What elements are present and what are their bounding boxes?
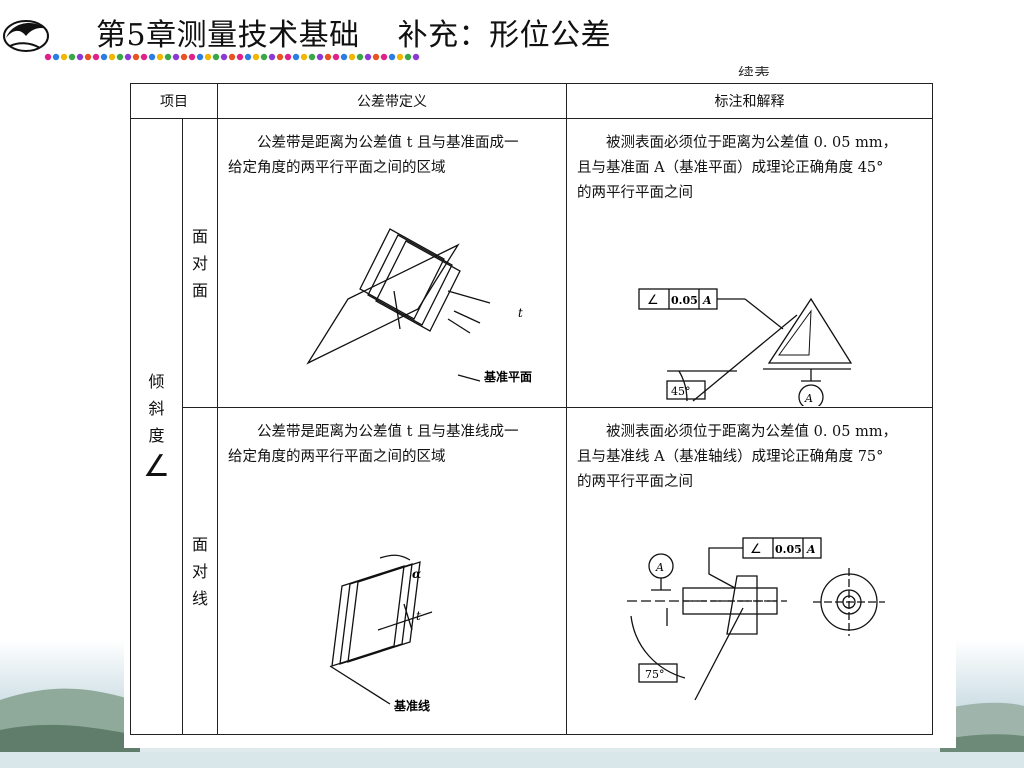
bead-dot — [324, 53, 332, 61]
definition-cell: 公差带是距离为公差值 t 且与基准面成一 给定角度的两平行平面之间的区域 — [217, 117, 567, 409]
sub-label: 面对线 — [192, 534, 209, 608]
bead-dot — [292, 53, 300, 61]
definition-cell: 公差带是距离为公差值 t 且与基准线成一 给定角度的两平行平面之间的区域 α — [217, 407, 567, 735]
bead-dot — [164, 53, 172, 61]
angularity-symbol-frame: ∠ — [750, 542, 762, 557]
bead-dot — [148, 53, 156, 61]
t-label: t — [416, 609, 421, 623]
bead-dot — [268, 53, 276, 61]
bead-dot — [76, 53, 84, 61]
bead-dot — [204, 53, 212, 61]
annotation-cell: 被测表面必须位于距离为公差值 0. 05 mm， 且与基准线 A（基准轴线）成理… — [566, 407, 933, 735]
tolerance-value: 0.05 — [671, 294, 698, 307]
bead-dot — [372, 53, 380, 61]
angle-value: 75° — [645, 668, 665, 681]
bead-dot — [44, 53, 52, 61]
t-label: t — [518, 306, 523, 320]
page-title: 第5章测量技术基础 补充：形位公差 — [96, 16, 611, 56]
bead-dot — [276, 53, 284, 61]
bead-dot — [212, 53, 220, 61]
angle-value: 45° — [671, 385, 691, 398]
bead-dot — [300, 53, 308, 61]
bead-dot — [156, 53, 164, 61]
bead-dot — [52, 53, 60, 61]
tolerance-value: 0.05 — [775, 543, 802, 556]
continued-label: 续表 — [738, 66, 771, 76]
annotation-text: 被测表面必须位于距离为公差值 0. 05 mm， 且与基准面 A（基准平面）成理… — [577, 135, 898, 201]
bead-dot — [172, 53, 180, 61]
bead-dot — [356, 53, 364, 61]
alpha-label: α — [412, 567, 421, 581]
angularity-symbol-frame: ∠ — [647, 293, 659, 308]
annotation-cell: 被测表面必须位于距离为公差值 0. 05 mm， 且与基准面 A（基准平面）成理… — [566, 117, 933, 409]
bead-dot — [364, 53, 372, 61]
annotation-diagram: ∠ 0.05 A 75° A — [627, 537, 885, 701]
sub-label-cell: 面对线 — [182, 407, 218, 735]
bead-dot — [404, 53, 412, 61]
bead-dot — [196, 53, 204, 61]
bead-dot — [412, 53, 420, 61]
tolerance-table: 项目 公差带定义 标注和解释 倾斜度 ∠ 面对面 公差带是距离为公差值 t 且与… — [130, 83, 933, 735]
bead-dot — [308, 53, 316, 61]
datum-circle-letter: A — [804, 392, 813, 405]
bead-dot — [316, 53, 324, 61]
bead-dot — [124, 53, 132, 61]
bead-dot — [108, 53, 116, 61]
annotation-text: 被测表面必须位于距离为公差值 0. 05 mm， 且与基准线 A（基准轴线）成理… — [577, 424, 898, 491]
bead-dot — [84, 53, 92, 61]
logo-icon — [3, 20, 49, 52]
bead-dot — [92, 53, 100, 61]
bead-dot — [348, 53, 356, 61]
bead-dot — [188, 53, 196, 61]
header-definition: 公差带定义 — [217, 83, 567, 119]
category-label: 倾斜度 — [148, 372, 165, 445]
bead-dot — [332, 53, 340, 61]
tolerance-zone-diagram: α t 基准线 — [329, 555, 433, 713]
bead-dot — [60, 53, 68, 61]
bead-dot — [220, 53, 228, 61]
tolerance-zone-diagram: t 基准平面 — [306, 228, 532, 384]
bead-dot — [100, 53, 108, 61]
definition-text: 公差带是距离为公差值 t 且与基准面成一 给定角度的两平行平面之间的区域 — [228, 135, 519, 176]
bead-dot — [68, 53, 76, 61]
sub-label-cell: 面对面 — [182, 117, 218, 409]
bead-dot — [380, 53, 388, 61]
definition-text: 公差带是距离为公差值 t 且与基准线成一 给定角度的两平行平面之间的区域 — [228, 424, 519, 466]
datum-letter: A — [806, 543, 816, 556]
bead-dot — [252, 53, 260, 61]
bead-dot — [132, 53, 140, 61]
bead-dot — [284, 53, 292, 61]
bead-dot — [228, 53, 236, 61]
annotation-diagram: ∠ 0.05 A 45° A — [638, 288, 853, 406]
header-item: 项目 — [130, 83, 218, 119]
category-cell: 倾斜度 ∠ — [130, 118, 183, 735]
bead-dot — [236, 53, 244, 61]
bead-dot — [340, 53, 348, 61]
datum-plane-label: 基准平面 — [483, 369, 532, 384]
table-header-row: 项目 公差带定义 标注和解释 — [130, 83, 933, 119]
bead-dot — [180, 53, 188, 61]
bead-dot — [260, 53, 268, 61]
decorative-bead-line — [44, 53, 420, 61]
section-subtitle: 补充：形位公差 — [397, 18, 612, 53]
bead-dot — [396, 53, 404, 61]
angularity-symbol: ∠ — [143, 449, 170, 484]
datum-letter: A — [702, 294, 712, 307]
sub-label: 面对面 — [192, 226, 209, 300]
table-row: 倾斜度 ∠ 面对面 公差带是距离为公差值 t 且与基准面成一 给定角度的两平行平… — [130, 117, 933, 735]
bead-dot — [244, 53, 252, 61]
bead-dot — [116, 53, 124, 61]
bead-dot — [140, 53, 148, 61]
datum-circle-letter: A — [655, 561, 664, 574]
bead-dot — [388, 53, 396, 61]
datum-line-label: 基准线 — [393, 698, 430, 713]
chapter-title: 第5章测量技术基础 — [96, 18, 360, 53]
header-annotation: 标注和解释 — [566, 83, 933, 119]
table-row: 面对线 公差带是距离为公差值 t 且与基准线成一 给定角度的两平行平面之间的区域 — [131, 407, 933, 735]
